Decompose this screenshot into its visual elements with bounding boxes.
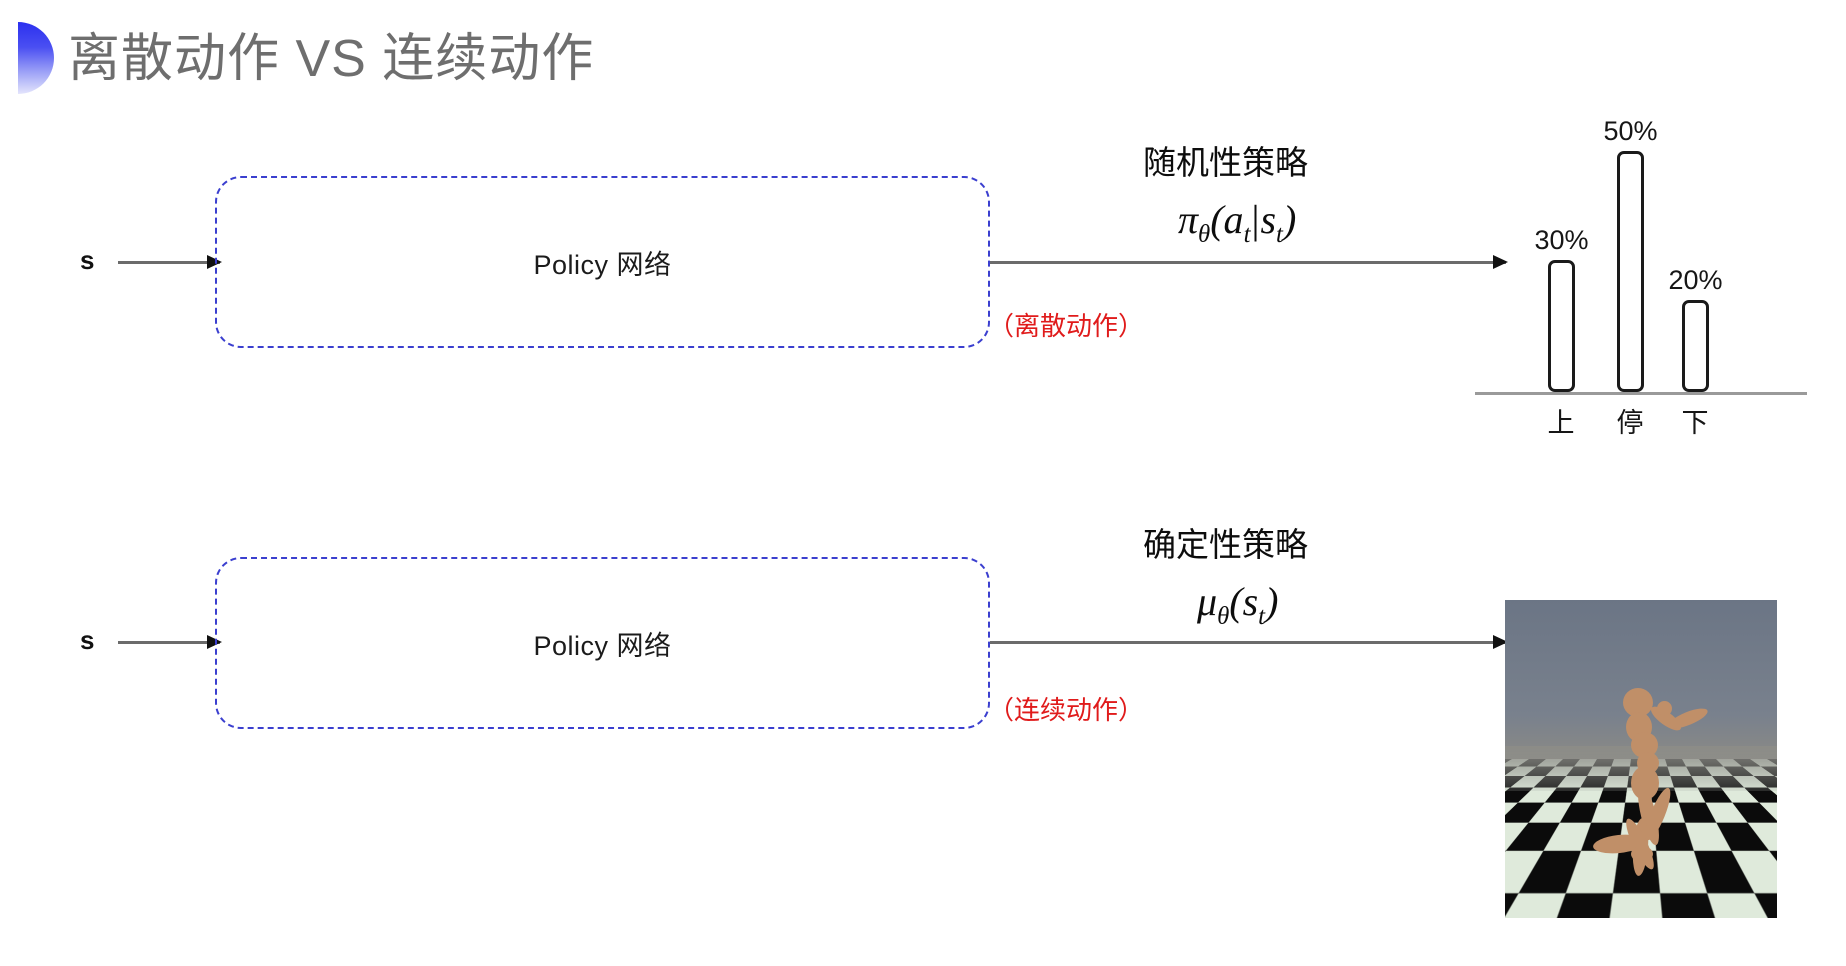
policy-box-label-row2: Policy 网络	[533, 630, 672, 661]
input-arrow-row2	[118, 635, 222, 649]
bar-value-0: 30%	[1534, 225, 1589, 255]
bar-rect-1	[1617, 151, 1644, 392]
bar-value-2: 20%	[1668, 265, 1723, 295]
policy-type-label-row2: 确定性策略	[1143, 526, 1308, 563]
formula-close-2: )	[1265, 579, 1279, 624]
output-arrow-row2	[990, 635, 1508, 649]
slide-right-edge	[1844, 0, 1846, 966]
policy-formula-row2: μθ(st)	[1197, 578, 1278, 631]
formula-pipe: |	[1251, 197, 1260, 242]
humanoid-hand	[1657, 701, 1672, 716]
formula-theta: θ	[1198, 221, 1211, 248]
formula-mu: μ	[1197, 579, 1218, 624]
bar-category-2: 下	[1681, 408, 1709, 438]
formula-t-2: t	[1276, 221, 1283, 248]
formula-open-paren: (	[1229, 579, 1243, 624]
state-input-label-row2: s	[80, 625, 95, 655]
discrete-action-bar-chart: 30% 上 50% 停 20% 下	[1470, 95, 1810, 438]
formula-t-3: t	[1258, 603, 1266, 630]
bar-rect-2	[1682, 300, 1709, 392]
state-input-label-row1: s	[80, 245, 95, 275]
bar-column-1: 50%	[1603, 116, 1658, 392]
formula-pi: π	[1178, 197, 1199, 242]
policy-network-box-row2[interactable]: Policy 网络	[215, 557, 990, 729]
policy-box-label-row1: Policy 网络	[533, 249, 672, 280]
policy-network-box-row1[interactable]: Policy 网络	[215, 176, 990, 348]
formula-open-a: (a	[1210, 197, 1244, 242]
formula-theta-2: θ	[1217, 603, 1230, 630]
title-accent-shape	[18, 22, 54, 94]
bar-column-2: 20%	[1668, 265, 1723, 392]
bar-category-1: 停	[1616, 408, 1644, 438]
bar-column-0: 30%	[1534, 225, 1589, 392]
bar-value-1: 50%	[1603, 116, 1658, 146]
output-arrow-row1	[990, 255, 1508, 269]
policy-type-label-row1: 随机性策略	[1143, 144, 1308, 181]
policy-formula-row1: πθ(at|st)	[1178, 196, 1296, 249]
action-type-note-row2: （连续动作）	[988, 695, 1145, 725]
formula-close: )	[1282, 197, 1297, 242]
action-type-note-row1: （离散动作）	[988, 311, 1145, 341]
chart-baseline	[1475, 392, 1807, 395]
formula-s-2: s	[1242, 579, 1259, 624]
formula-t-1: t	[1243, 221, 1251, 248]
page-title: 离散动作 VS 连续动作	[68, 30, 595, 88]
input-arrow-row1	[118, 255, 222, 269]
bar-rect-0	[1548, 260, 1575, 392]
formula-s: s	[1260, 197, 1277, 242]
humanoid-foot-front	[1631, 846, 1653, 862]
bar-category-0: 上	[1547, 408, 1575, 438]
humanoid-simulation-image	[1505, 600, 1777, 918]
